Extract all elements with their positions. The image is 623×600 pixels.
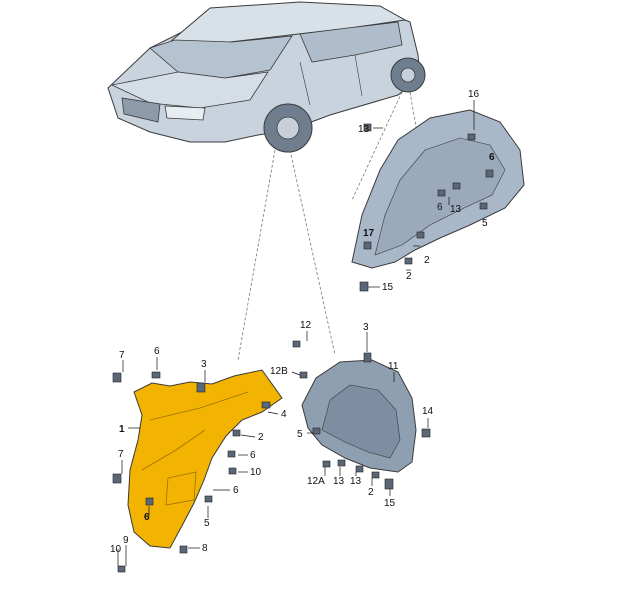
callout-4: 4: [281, 409, 287, 420]
callout-9: 9: [123, 535, 129, 546]
callout-13: 13: [450, 204, 462, 215]
front-liner-inner: [321, 384, 401, 459]
callout-10: 10: [110, 544, 122, 555]
callout-7: 7: [119, 350, 125, 361]
car-roof: [168, 1, 407, 43]
callout-5: 5: [482, 218, 488, 229]
callout-labels: 16 13 6 6 13 5 17 2 2 15 12 3 11 7 6 3 1…: [110, 89, 495, 555]
callout-15: 15: [384, 498, 396, 509]
callout-3: 3: [363, 322, 369, 333]
callout-13: 13: [333, 476, 345, 487]
callout-10: 10: [250, 467, 262, 478]
callout-2: 2: [368, 487, 374, 498]
callout-5: 5: [297, 429, 303, 440]
callout-2: 2: [258, 432, 264, 443]
callout-3: 3: [201, 359, 207, 370]
callout-14: 14: [422, 406, 434, 417]
rear-liner-inner: [374, 137, 506, 256]
car-leader-lines: [237, 91, 421, 361]
callout-6: 6: [489, 152, 495, 163]
callout-13: 13: [350, 476, 362, 487]
callout-12: 12: [300, 320, 312, 331]
callout-6: 6: [437, 202, 443, 213]
callout-5: 5: [204, 518, 210, 529]
callout-1: 1: [119, 424, 125, 435]
callout-2: 2: [406, 271, 412, 282]
callout-7: 7: [118, 449, 124, 460]
callout-6: 6: [144, 512, 150, 523]
callout-12A: 12A: [307, 476, 325, 487]
callout-6: 6: [250, 450, 256, 461]
fasteners: [112, 123, 494, 573]
car-illustration: [107, 1, 426, 153]
front-wheel-hub: [276, 116, 300, 140]
callout-15: 15: [382, 282, 394, 293]
highlighted-part-ridge: [141, 391, 249, 506]
callout-6: 6: [154, 346, 160, 357]
callout-6: 6: [233, 485, 239, 496]
car-door-line: [299, 54, 363, 106]
callout-8: 8: [202, 543, 208, 554]
car-grille: [121, 97, 161, 123]
callout-12B: 12B: [270, 366, 288, 377]
callout-13: 13: [358, 124, 370, 135]
callout-2: 2: [424, 255, 430, 266]
callout-lines: [117, 100, 475, 566]
car-headlight: [164, 105, 206, 121]
callout-11: 11: [388, 361, 399, 372]
car-side-windows: [299, 21, 403, 63]
callout-17: 17: [363, 228, 375, 239]
rear-wheel-hub: [400, 67, 416, 83]
callout-16: 16: [468, 89, 480, 100]
